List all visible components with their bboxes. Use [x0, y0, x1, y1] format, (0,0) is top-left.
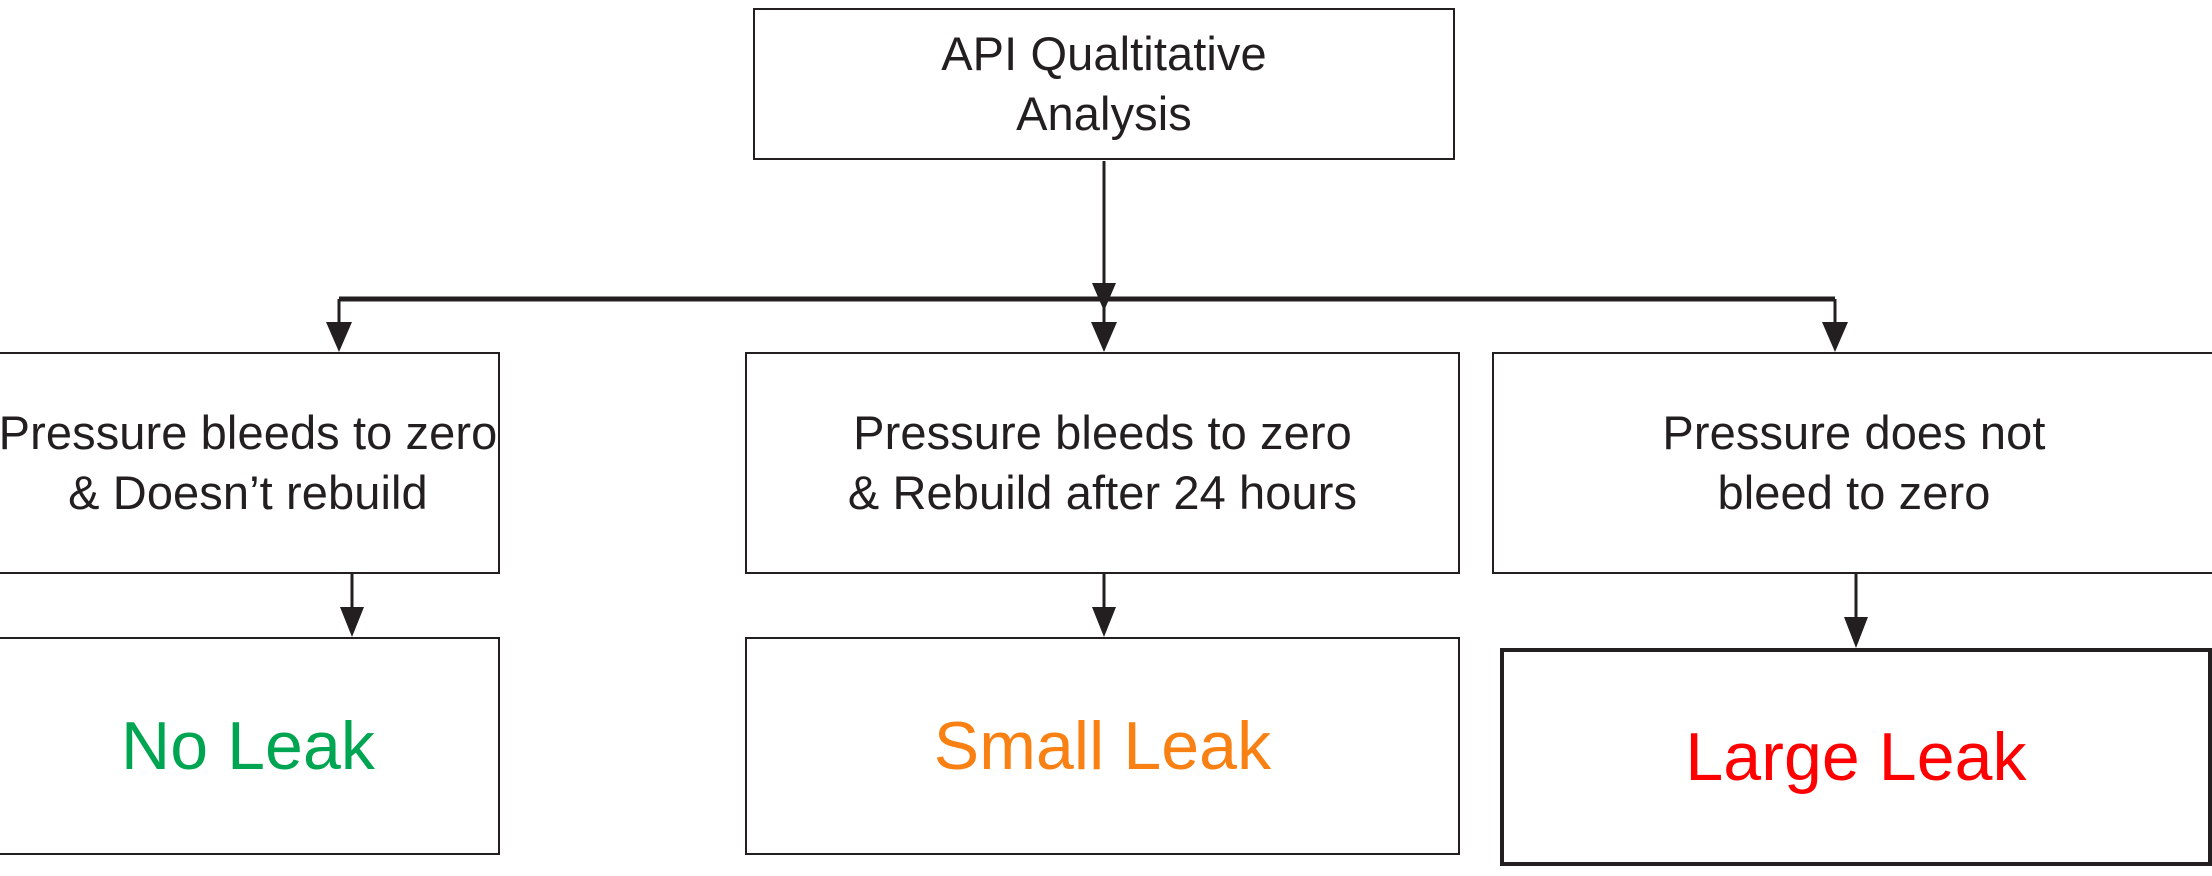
node-condition-bleeds-rebuild-24h[interactable]: Pressure bleeds to zero & Rebuild after …	[745, 352, 1460, 574]
node-condition-bleeds-no-rebuild[interactable]: Pressure bleeds to zero & Doesn’t rebuil…	[0, 352, 500, 574]
connector-bus-to-condition-1	[1091, 299, 1117, 352]
result-node-label: No Leak	[121, 708, 375, 784]
connector-bus-to-condition-0	[326, 299, 352, 352]
connector-condition-0-to-result-0	[340, 574, 364, 637]
connector-bus-to-condition-2	[1822, 299, 1848, 352]
connector-condition-2-to-result-2	[1844, 574, 1868, 648]
node-result-large-leak[interactable]: Large Leak	[1500, 648, 2212, 866]
condition-node-label: Pressure bleeds to zero & Rebuild after …	[847, 405, 1358, 519]
node-result-small-leak[interactable]: Small Leak	[745, 637, 1460, 855]
node-result-no-leak[interactable]: No Leak	[0, 637, 500, 855]
result-node-label: Small Leak	[933, 708, 1272, 784]
condition-node-label: Pressure bleeds to zero & Doesn’t rebuil…	[0, 405, 498, 519]
condition-node-label: Pressure does not bleed to zero	[1662, 405, 2046, 519]
connector-condition-1-to-result-1	[1092, 574, 1116, 637]
result-node-label: Large Leak	[1685, 719, 2027, 795]
node-condition-no-bleed[interactable]: Pressure does not bleed to zero	[1492, 352, 2212, 574]
connector-root-to-bus	[1092, 161, 1116, 311]
root-node-label: API Qualtitative Analysis	[941, 26, 1267, 140]
node-api-qualtitative-analysis[interactable]: API Qualtitative Analysis	[753, 8, 1455, 160]
